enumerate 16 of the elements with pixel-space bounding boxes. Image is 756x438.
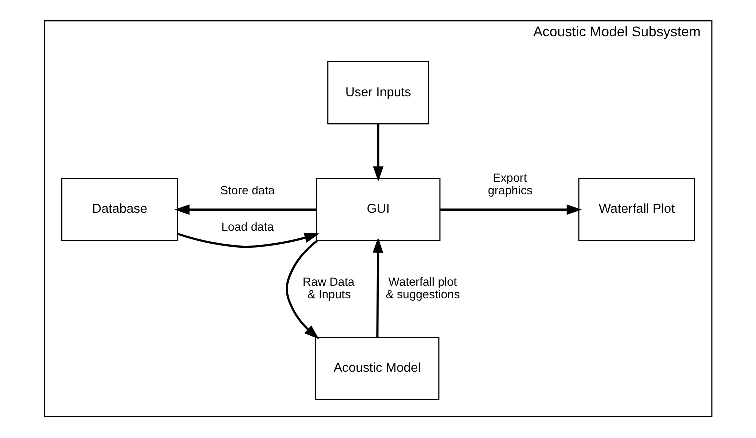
arrow (440, 204, 582, 216)
edge-label: Waterfall plot & suggestions (386, 274, 460, 302)
arrow (372, 124, 384, 182)
node-box: Waterfall Plot (578, 178, 695, 242)
node-box: Database (61, 178, 178, 242)
edge-label: Export graphics (488, 170, 532, 198)
arrow (286, 240, 319, 340)
edge-label: Load data (221, 220, 274, 234)
arrow (178, 232, 320, 248)
edge-label: Store data (220, 184, 274, 198)
arrow (174, 204, 316, 216)
node-box: GUI (316, 178, 440, 242)
edge-label: Raw Data & Inputs (302, 274, 354, 302)
arrow (372, 238, 383, 338)
node-box: User Inputs (327, 61, 429, 125)
node-box: Acoustic Model (314, 337, 440, 400)
